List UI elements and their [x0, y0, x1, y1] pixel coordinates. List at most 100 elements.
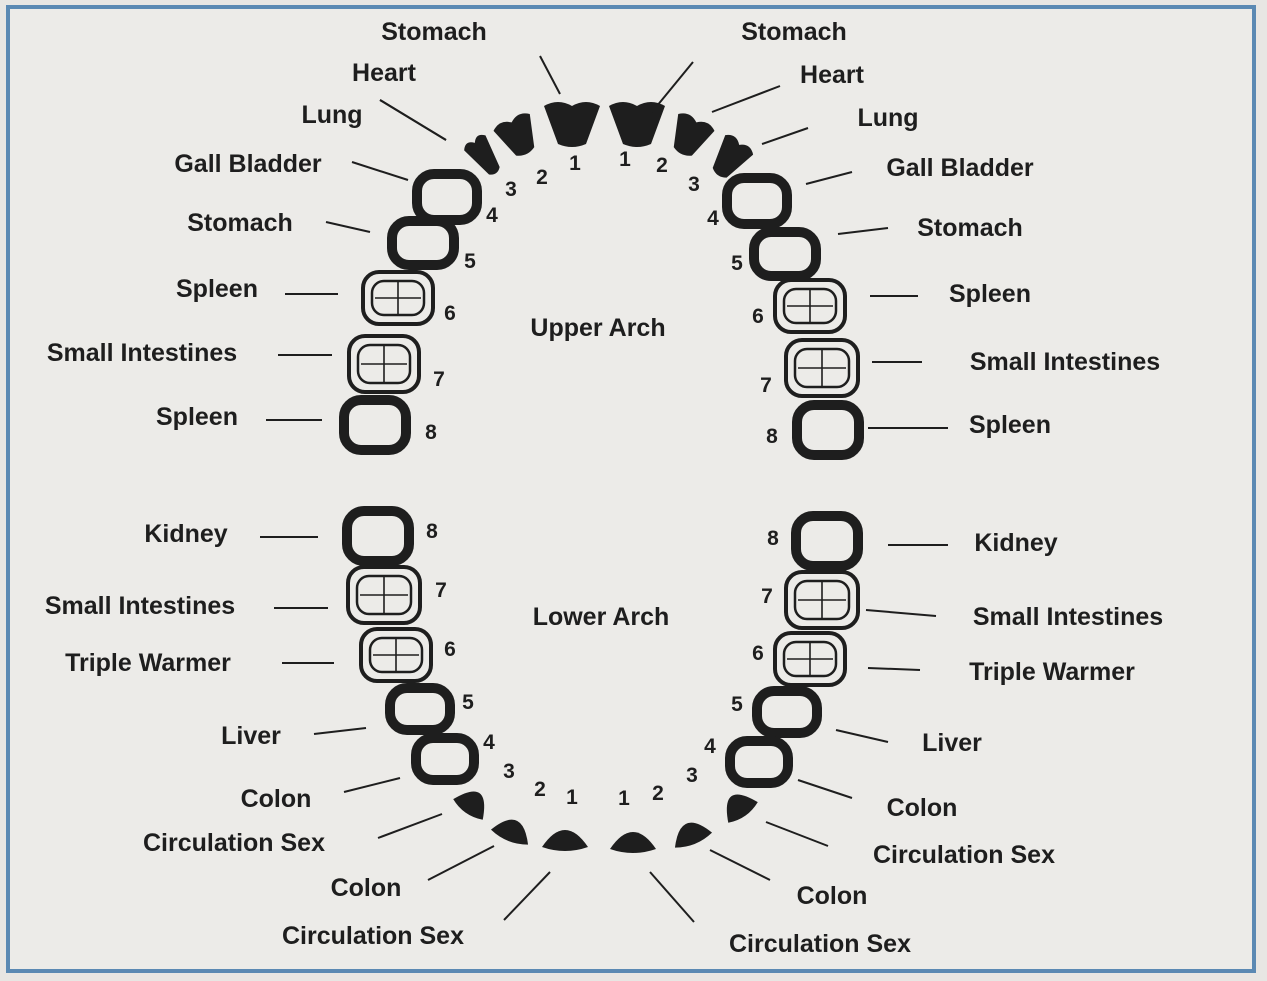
tooth-lower-left-3-shape	[453, 791, 485, 820]
tooth-number-upper_left-8: 8	[425, 421, 437, 444]
tooth-upper-right-5-outline	[749, 227, 821, 281]
tooth-upper-left-2	[493, 113, 535, 156]
tooth-lower-left-7	[346, 565, 422, 625]
tooth-lower-right-5-outline	[752, 686, 822, 738]
tooth-lower-right-2-shape	[674, 822, 713, 848]
tooth-number-upper_right-4: 4	[707, 207, 719, 230]
label-lower_left-7: Circulation Sex	[282, 922, 464, 950]
tooth-upper-right-7-outline	[784, 338, 860, 398]
tooth-lower-right-7-outline	[784, 570, 860, 630]
leader-lower_right-7	[649, 871, 695, 923]
tooth-lower-right-7-crown	[793, 579, 851, 621]
label-upper_left-6: Small Intestines	[47, 339, 237, 367]
label-lower_right-1: Small Intestines	[973, 603, 1163, 631]
tooth-upper-right-4	[722, 173, 792, 229]
tooth-lower-left-3	[453, 791, 485, 820]
leader-lower_right-5	[765, 821, 829, 847]
tooth-lower-right-2	[674, 822, 713, 848]
tooth-lower-left-1	[542, 830, 588, 851]
tooth-lower-right-6-outline	[773, 631, 847, 687]
tooth-number-lower_left-3: 5	[462, 691, 474, 714]
tooth-upper-right-6	[773, 278, 847, 334]
tooth-lower-left-4-outline	[411, 733, 479, 785]
tooth-number-lower_right-3: 5	[731, 693, 743, 716]
leader-upper_right-4	[837, 227, 889, 235]
tooth-lower-right-4-outline	[725, 736, 793, 788]
tooth-number-lower_right-1: 7	[761, 585, 773, 608]
tooth-upper-right-4-outline	[722, 173, 792, 229]
tooth-number-upper_right-7: 7	[760, 374, 772, 397]
leader-lower_left-4	[343, 777, 401, 793]
label-lower_right-2: Triple Warmer	[969, 658, 1135, 686]
tooth-number-lower_right-5: 3	[686, 764, 698, 787]
tooth-lower-right-7-cusps	[798, 582, 846, 618]
upper-arch-label: Upper Arch	[530, 314, 665, 342]
tooth-upper-left-1	[544, 102, 600, 147]
leader-lower_left-6	[427, 845, 495, 881]
tooth-upper-right-7	[784, 338, 860, 398]
tooth-upper-left-2-shape	[493, 113, 535, 156]
label-upper_left-0: Stomach	[381, 18, 487, 46]
label-lower_left-5: Circulation Sex	[143, 829, 325, 857]
tooth-number-upper_right-8: 8	[766, 425, 778, 448]
tooth-upper-right-6-cusps	[787, 290, 833, 322]
leader-lower_right-6	[709, 849, 771, 881]
tooth-upper-left-5	[387, 216, 459, 270]
leader-lower_left-5	[377, 813, 443, 839]
tooth-number-upper_left-6: 6	[444, 302, 456, 325]
label-lower_left-4: Colon	[241, 785, 312, 813]
label-upper_left-5: Spleen	[176, 275, 258, 303]
tooth-upper-left-6-crown	[370, 279, 426, 317]
tooth-lower-right-1	[610, 832, 656, 853]
tooth-upper-left-8-outline	[339, 395, 411, 455]
label-lower_right-5: Circulation Sex	[873, 841, 1055, 869]
leader-lines	[260, 55, 948, 923]
label-upper_right-4: Stomach	[917, 214, 1023, 242]
teeth-layer	[339, 102, 864, 853]
leader-upper_right-0	[651, 61, 694, 113]
tooth-number-upper_left-1: 2	[536, 166, 548, 189]
tooth-upper-right-3-shape	[712, 134, 754, 178]
label-upper_right-6: Small Intestines	[970, 348, 1160, 376]
label-upper_right-3: Gall Bladder	[886, 154, 1034, 182]
tooth-lower-left-6-cusps	[373, 639, 419, 671]
label-upper_left-4: Stomach	[187, 209, 293, 237]
tooth-number-upper_left-0: 1	[569, 152, 581, 175]
tooth-number-lower_right-7: 1	[618, 787, 630, 810]
label-lower_left-6: Colon	[331, 874, 402, 902]
leader-upper_left-2	[379, 99, 447, 141]
tooth-lower-right-7	[784, 570, 860, 630]
label-lower_left-1: Small Intestines	[45, 592, 235, 620]
tooth-number-upper_right-2: 3	[688, 173, 700, 196]
tooth-upper-left-7-cusps	[361, 346, 407, 382]
tooth-number-upper_right-5: 5	[731, 252, 743, 275]
tooth-lower-right-6-crown	[782, 640, 838, 678]
label-upper_right-1: Heart	[800, 61, 865, 89]
leader-upper_left-3	[351, 161, 409, 181]
label-upper_left-2: Lung	[301, 101, 362, 129]
tooth-lower-left-7-crown	[355, 574, 413, 616]
tooth-number-upper_left-7: 7	[433, 368, 445, 391]
leader-lower_left-3	[313, 727, 367, 735]
tooth-number-lower_left-7: 1	[566, 786, 578, 809]
leader-lower_left-7	[503, 871, 551, 921]
tooth-upper-right-5	[749, 227, 821, 281]
tooth-lower-left-2	[490, 819, 529, 845]
tooth-upper-left-8	[339, 395, 411, 455]
tooth-lower-left-8	[342, 506, 414, 566]
tooth-upper-right-7-crown	[793, 347, 851, 389]
tooth-upper-right-2-shape	[673, 113, 715, 156]
tooth-upper-right-6-outline	[773, 278, 847, 334]
tooth-lower-left-7-outline	[346, 565, 422, 625]
tooth-lower-left-6-crown	[368, 636, 424, 674]
tooth-number-lower_right-4: 4	[704, 735, 716, 758]
tooth-lower-right-8	[791, 511, 863, 571]
leader-upper_right-3	[805, 171, 853, 185]
tooth-upper-left-6-cusps	[375, 282, 421, 314]
tooth-number-lower_left-6: 2	[534, 778, 546, 801]
tooth-lower-left-1-shape	[542, 830, 588, 851]
tooth-lower-left-6-outline	[359, 627, 433, 683]
tooth-number-upper_left-4: 4	[486, 204, 498, 227]
leader-lower_right-1	[865, 609, 937, 617]
